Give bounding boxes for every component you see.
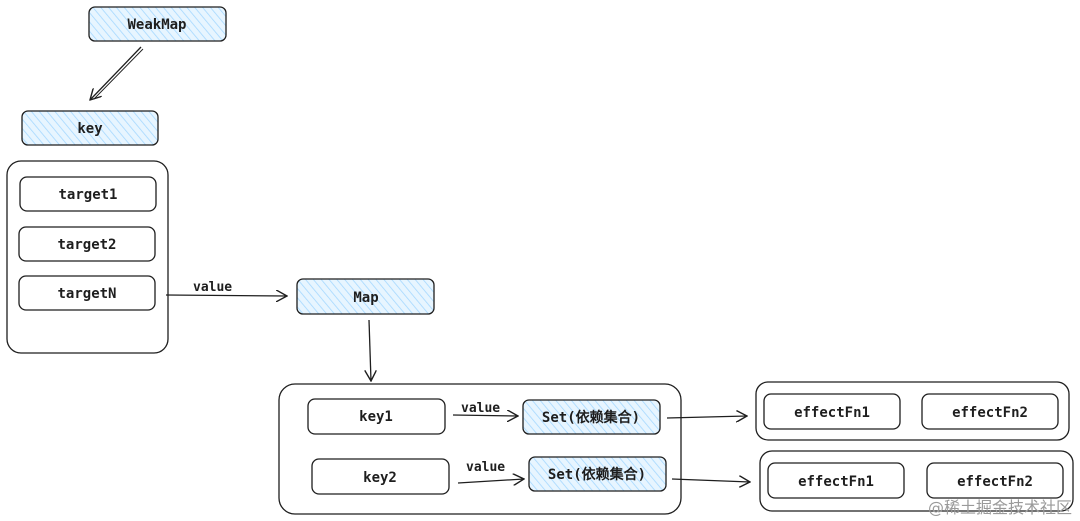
arrow-weakmap-to-key-sketch xyxy=(93,48,144,100)
map-node: Map xyxy=(296,278,435,315)
edge-label-key1-set1: value xyxy=(461,401,500,416)
targetN-node: targetN xyxy=(18,275,156,311)
target1-node: target1 xyxy=(19,176,157,212)
effect2b-node: effectFn2 xyxy=(926,462,1064,499)
target2-node: target2 xyxy=(18,226,156,262)
targetN-label: targetN xyxy=(57,286,116,302)
set1-label: Set(依赖集合) xyxy=(542,409,640,426)
effects-container-1 xyxy=(755,381,1070,441)
effect1b-label: effectFn2 xyxy=(952,405,1028,421)
key1-node: key1 xyxy=(307,398,446,435)
targets-container xyxy=(6,160,169,354)
weakmap-node: WeakMap xyxy=(88,6,227,42)
key-label: key xyxy=(77,121,103,137)
arrow-key2-to-set2 xyxy=(457,479,524,483)
effect2b-label: effectFn2 xyxy=(957,474,1033,490)
weakmap-label: WeakMap xyxy=(127,17,186,33)
effect1a-node: effectFn1 xyxy=(763,393,901,430)
key2-label: key2 xyxy=(363,470,397,486)
map-label: Map xyxy=(353,290,378,306)
effect1a-label: effectFn1 xyxy=(794,405,870,421)
effect2a-label: effectFn1 xyxy=(798,474,874,490)
arrow-targetN-to-map xyxy=(165,295,287,296)
watermark-text: @稀土掘金技术社区 xyxy=(928,498,1072,517)
effect2a-node: effectFn1 xyxy=(767,462,905,499)
arrow-set1-to-effects1 xyxy=(666,416,747,418)
key1-label: key1 xyxy=(359,409,393,425)
arrow-set2-to-effects2 xyxy=(671,479,750,482)
set2-node: Set(依赖集合) xyxy=(528,456,667,492)
effects-container-2 xyxy=(759,450,1074,512)
effect1b-node: effectFn2 xyxy=(921,393,1059,430)
set2-label: Set(依赖集合) xyxy=(548,466,646,483)
arrow-weakmap-to-key xyxy=(90,46,142,100)
set1-node: Set(依赖集合) xyxy=(522,399,661,435)
key-node: key xyxy=(21,110,159,146)
edge-label-key2-set2: value xyxy=(466,460,505,475)
edge-label-targetN-map: value xyxy=(193,280,232,295)
arrow-map-to-entries xyxy=(369,319,371,381)
target2-label: target2 xyxy=(57,237,116,253)
target1-label: target1 xyxy=(58,187,117,203)
map-entries-container xyxy=(278,383,682,515)
arrow-key1-to-set1 xyxy=(452,415,518,416)
key2-node: key2 xyxy=(311,458,450,495)
